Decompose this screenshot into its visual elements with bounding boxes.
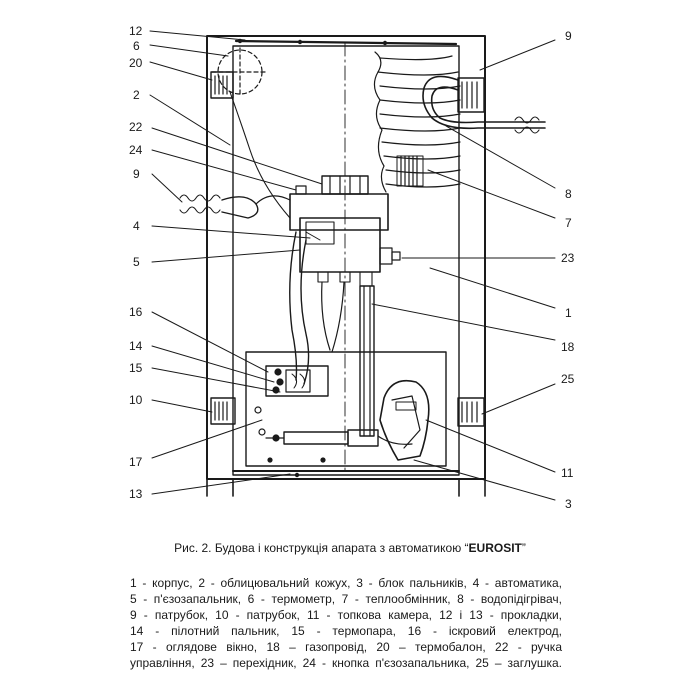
callout-11: 11 <box>561 466 574 480</box>
callout-5: 5 <box>133 255 140 269</box>
pipe-left-connection <box>179 194 291 219</box>
caption-brand: EUROSIT <box>468 541 522 555</box>
gas-pipe <box>359 285 375 437</box>
plug-bottom-right <box>457 397 485 427</box>
boiler-diagram: 12 6 20 2 22 24 9 4 5 16 14 15 10 17 13 … <box>129 24 575 511</box>
callout-20: 20 <box>129 56 143 70</box>
gas-valve-block <box>289 175 401 287</box>
callout-17: 17 <box>129 455 143 469</box>
callout-3: 3 <box>565 497 572 511</box>
legend-line: 5 - п'єзозапальник, 6 - термометр, 7 - т… <box>130 592 562 606</box>
leaders-left <box>149 30 323 495</box>
callout-16: 16 <box>129 305 143 319</box>
callout-22: 22 <box>129 120 143 134</box>
top-gasket <box>234 38 458 46</box>
legend-line: 14 - пілотний пальник, 15 - термопара, 1… <box>130 624 562 638</box>
callout-numbers: 12 6 20 2 22 24 9 4 5 16 14 15 10 17 13 … <box>129 24 575 511</box>
caption-prefix: Рис. 2. Будова і конструкція апарата з а… <box>174 541 469 555</box>
callout-12: 12 <box>129 24 143 38</box>
callout-1: 1 <box>565 306 572 320</box>
callout-6: 6 <box>133 39 140 53</box>
callout-9-right: 9 <box>565 29 572 43</box>
burner-compartment <box>245 351 447 467</box>
callout-13: 13 <box>129 487 143 501</box>
legend-line: 9 - патрубок, 10 - патрубок, 11 - топков… <box>130 608 562 622</box>
wiring <box>289 231 345 385</box>
pipe-top-right <box>457 77 485 113</box>
legend-line: управління, 23 – перехідник, 24 - кнопка… <box>130 656 562 670</box>
capillary-tube <box>229 91 291 219</box>
pilot-assembly <box>265 365 329 397</box>
figure-caption: Рис. 2. Будова і конструкція апарата з а… <box>0 541 700 555</box>
legend-line: 1 - корпус, 2 - облицювальний кожух, 3 -… <box>130 576 562 590</box>
callout-4: 4 <box>133 219 140 233</box>
pipe-top-left <box>210 71 234 99</box>
callout-7: 7 <box>565 216 572 230</box>
callout-14: 14 <box>129 339 143 353</box>
callout-25: 25 <box>561 372 575 386</box>
callout-18: 18 <box>561 340 575 354</box>
callout-8: 8 <box>565 187 572 201</box>
heat-exchanger <box>373 51 546 193</box>
callout-23: 23 <box>561 251 575 265</box>
combustion-chamber <box>377 379 430 461</box>
callout-15: 15 <box>129 361 143 375</box>
legend-line: 17 - оглядове вікно, 18 – газопровід, 20… <box>130 640 562 654</box>
callout-10: 10 <box>129 393 143 407</box>
caption-suffix: ” <box>521 541 526 555</box>
callout-9-left: 9 <box>133 167 140 181</box>
callout-24: 24 <box>129 143 143 157</box>
callout-2: 2 <box>133 88 140 102</box>
main-burner <box>265 429 379 447</box>
bottom-gasket <box>232 457 460 478</box>
parts-legend: 1 - корпус, 2 - облицювальний кожух, 3 -… <box>130 575 562 671</box>
pipe-bottom-left <box>210 397 236 425</box>
leaders-right <box>371 39 556 501</box>
